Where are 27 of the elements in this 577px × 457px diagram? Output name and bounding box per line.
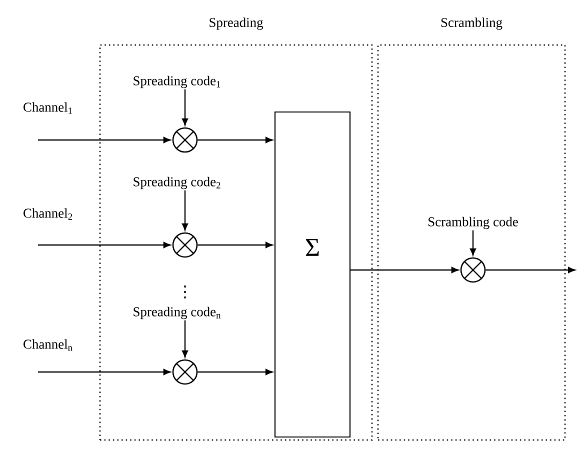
- channel-label: Channel$_{2}$: [24, 208, 72, 220]
- arrow: [182, 190, 188, 231]
- summation-box: Σ: [274, 111, 351, 438]
- arrow: [38, 368, 171, 376]
- arrow: [38, 136, 171, 144]
- arrow: [486, 266, 576, 274]
- arrow: [198, 242, 273, 248]
- code-label: Spreading code$_{1}$: [134, 76, 220, 88]
- code-label: Scrambling code: [428, 216, 518, 230]
- multiplier-symbol: [172, 232, 198, 258]
- arrow: [198, 368, 273, 376]
- arrow: [350, 266, 459, 274]
- channel-label: Channel$_{n}$: [24, 339, 72, 351]
- continuation-dots: ⋮: [184, 286, 186, 298]
- arrow: [470, 230, 476, 256]
- channel-label: Channel$_{1}$: [24, 102, 72, 114]
- code-label: Spreading code$_{2}$: [134, 176, 220, 190]
- code-label: Spreading code$_{n}$: [134, 306, 221, 320]
- arrow: [182, 320, 188, 358]
- section-heading: Spreading: [210, 18, 264, 30]
- multiplier-symbol: [172, 127, 198, 153]
- arrow: [38, 242, 171, 248]
- arrow: [182, 89, 188, 126]
- arrow: [198, 136, 273, 144]
- section-heading: Scrambling: [441, 18, 502, 30]
- multiplier-symbol: [460, 257, 486, 283]
- multiplier-symbol: [172, 359, 198, 385]
